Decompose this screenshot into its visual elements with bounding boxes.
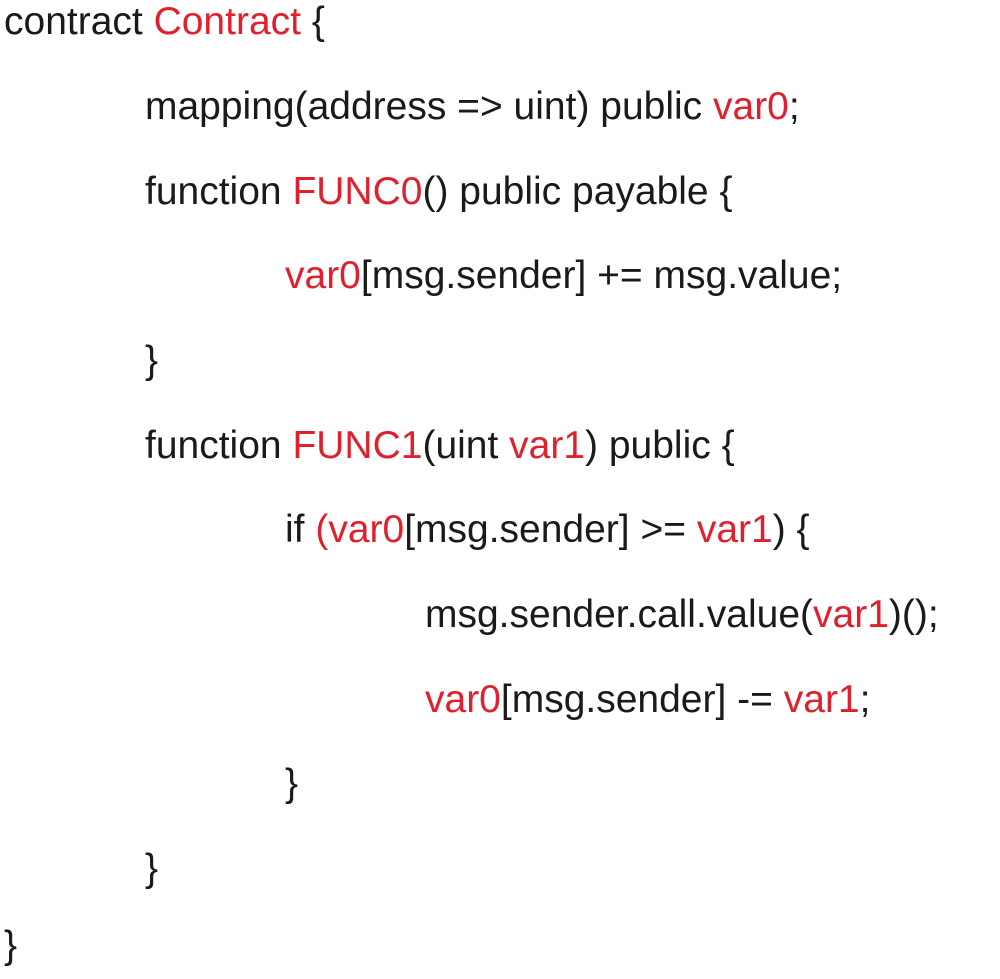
code-token-highlighted: var0 xyxy=(425,678,501,721)
code-token-highlighted: var1 xyxy=(696,508,773,551)
code-line: mapping(address => uint) public var0; xyxy=(145,77,800,137)
code-line: contract Contract { xyxy=(4,0,325,52)
code-token: msg.sender.call.value( xyxy=(425,593,814,636)
code-token-highlighted: FUNC0 xyxy=(292,170,423,213)
code-line: } xyxy=(145,331,158,391)
code-line: var0[msg.sender] -= var1; xyxy=(425,670,870,730)
code-line: } xyxy=(4,916,17,976)
code-token-highlighted: var1 xyxy=(509,424,586,467)
code-line: function FUNC0() public payable { xyxy=(145,162,732,222)
code-token: ; xyxy=(788,85,800,128)
code-token: } xyxy=(285,762,299,805)
code-token-highlighted: FUNC1 xyxy=(292,424,423,467)
code-line: function FUNC1(uint var1) public { xyxy=(145,416,735,476)
code-token: () public payable { xyxy=(422,170,733,213)
code-token-highlighted: var0 xyxy=(713,85,789,128)
code-line: } xyxy=(285,754,298,814)
code-line: if (var0[msg.sender] >= var1) { xyxy=(285,500,810,560)
code-line: var0[msg.sender] += msg.value; xyxy=(285,246,842,306)
code-token-highlighted: var0 xyxy=(285,254,361,297)
code-token: mapping(address => uint) public xyxy=(145,85,713,128)
code-token: [msg.sender] += msg.value; xyxy=(360,254,843,297)
code-line: } xyxy=(145,839,158,899)
code-token: { xyxy=(300,0,325,43)
code-token: if xyxy=(285,508,316,551)
code-token: } xyxy=(4,924,18,967)
code-token: ) public { xyxy=(585,424,735,467)
code-token: ; xyxy=(859,678,871,721)
code-token: function xyxy=(145,424,293,467)
code-token: [msg.sender] >= xyxy=(404,508,697,551)
code-token: ) { xyxy=(772,508,810,551)
code-token-highlighted: var1 xyxy=(813,593,889,636)
code-token-highlighted: Contract xyxy=(153,0,301,43)
code-line: msg.sender.call.value(var1)(); xyxy=(425,585,939,645)
code-token: )(); xyxy=(888,593,939,636)
code-token-highlighted: var1 xyxy=(783,678,860,721)
code-token: } xyxy=(145,339,159,382)
code-token: [msg.sender] -= xyxy=(500,678,784,721)
code-token: (uint xyxy=(422,424,510,467)
code-token-highlighted: (var0 xyxy=(315,508,405,551)
code-token: } xyxy=(145,847,159,890)
code-token: function xyxy=(145,170,293,213)
code-token: contract xyxy=(4,0,154,43)
